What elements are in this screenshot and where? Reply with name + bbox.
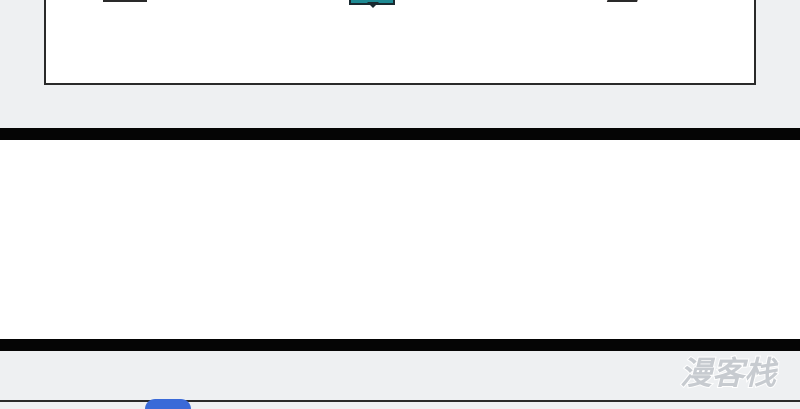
page-gutter	[0, 351, 800, 407]
next-panel-border	[0, 400, 800, 402]
drawing-fragment-red	[606, 0, 640, 2]
panel-gutter-bar-top	[0, 128, 800, 140]
drawing-fragment-blue	[145, 399, 191, 409]
drawing-fragment-box	[103, 0, 147, 2]
comic-panel-blank	[0, 140, 800, 339]
watermark-text: 漫客栈	[680, 354, 779, 392]
comic-panel-top	[44, 0, 756, 85]
panel-gutter-bar-bottom	[0, 339, 800, 351]
watermark-logo: 漫客栈	[679, 353, 780, 393]
drawing-fragment-teal	[349, 0, 395, 8]
